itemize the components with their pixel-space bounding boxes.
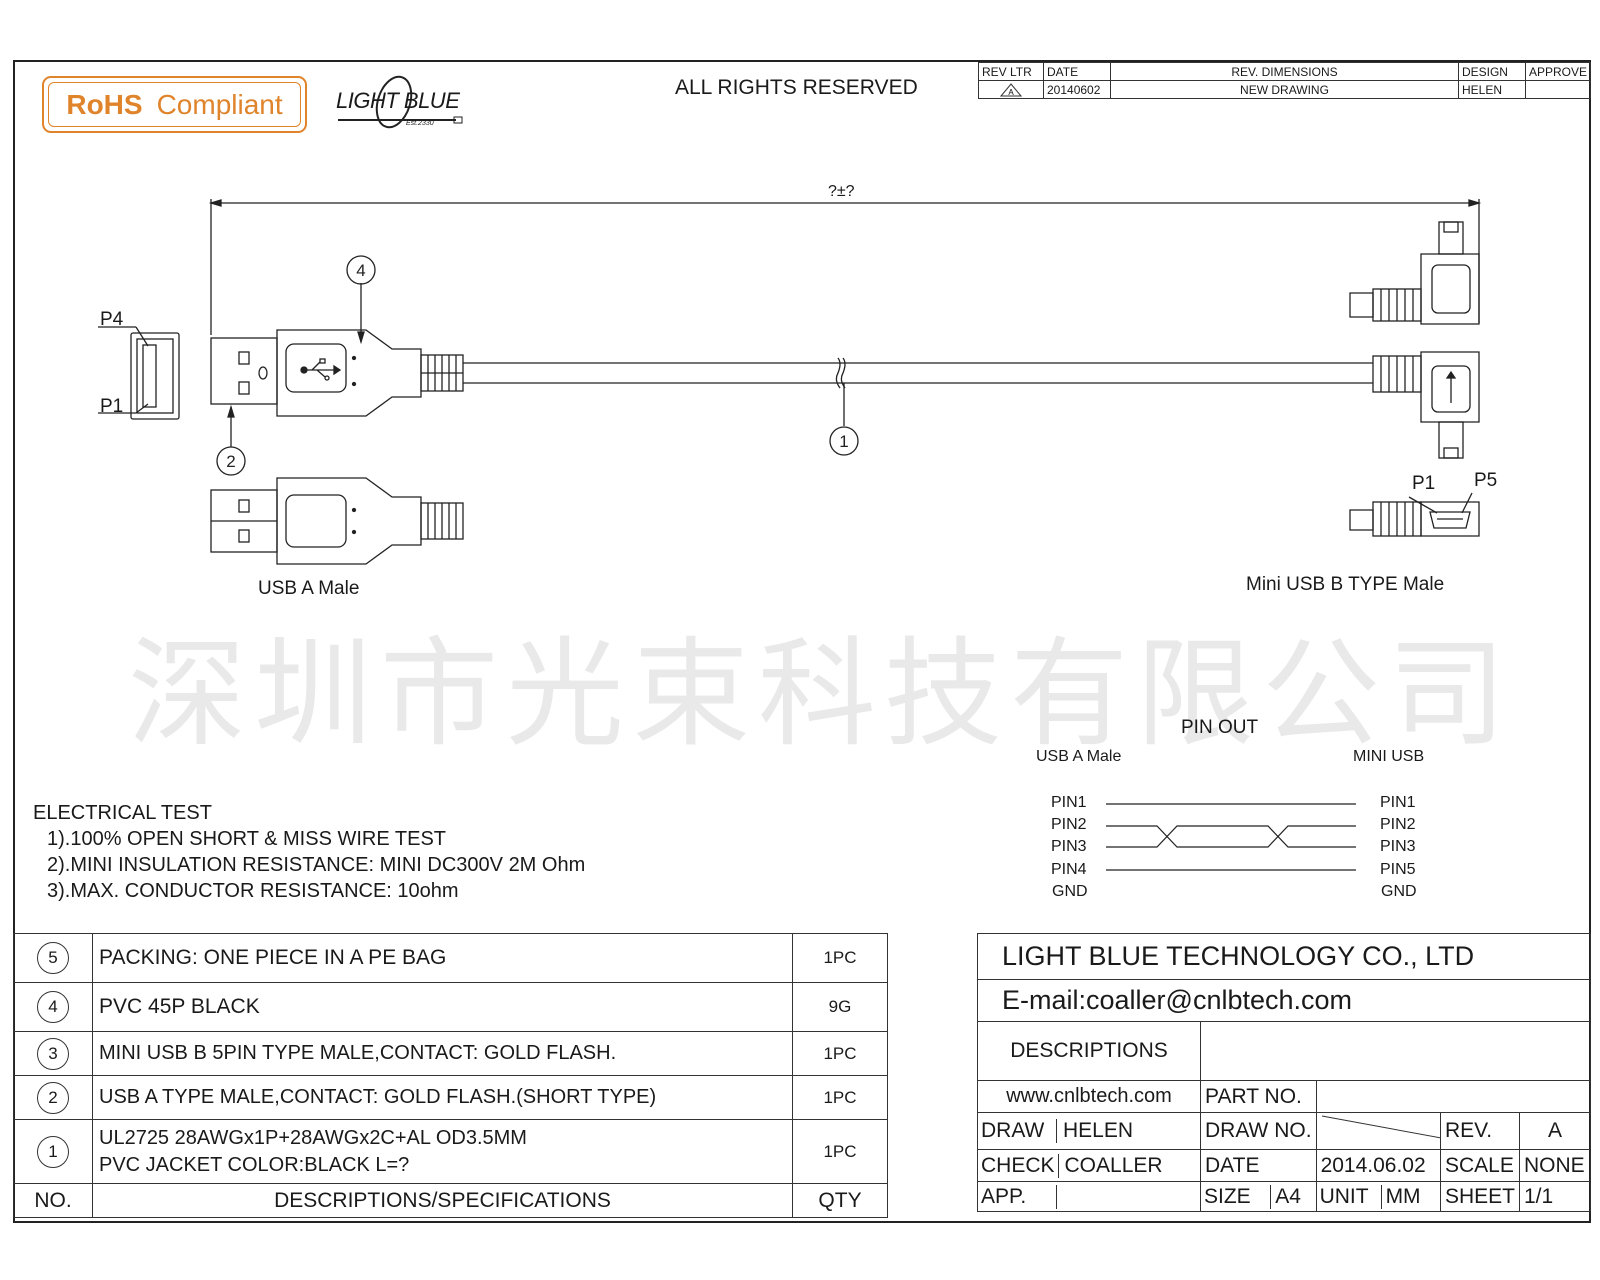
pin-label-p4: P4 <box>100 309 124 330</box>
check-label: CHECK <box>978 1153 1059 1178</box>
size-value: A4 <box>1275 1184 1301 1208</box>
rohs-compliant-text: Compliant <box>156 88 283 120</box>
pinout-right-gnd: GND <box>1381 883 1417 900</box>
pinout-left-header: USB A Male <box>1036 748 1122 765</box>
pinout-title: PIN OUT <box>1181 717 1259 738</box>
descriptions-label: DESCRIPTIONS <box>977 1021 1201 1081</box>
logo-text: LIGHT BLUE <box>336 88 460 113</box>
electrical-test-item-3: 3).MAX. CONDUCTOR RESISTANCE: 10ohm <box>47 880 459 902</box>
bom-footer-no: NO. <box>13 1183 93 1218</box>
bom-item-number: 5 <box>37 942 69 974</box>
rev-header-approve: APPROVE <box>1524 62 1592 81</box>
bom-description: USB A TYPE MALE,CONTACT: GOLD FLASH.(SHO… <box>92 1075 793 1120</box>
bom-row: 1 UL2725 28AWGx1P+28AWGx2C+AL OD3.5MM PV… <box>13 1119 888 1184</box>
draw-no-strike <box>1321 1115 1452 1141</box>
size-label: SIZE <box>1201 1184 1272 1209</box>
rev-label: REV. <box>1439 1112 1521 1150</box>
bom-item-number: 2 <box>37 1081 69 1114</box>
cable-length-dimension: ?±? <box>828 183 855 200</box>
rohs-bold-text: RoHS <box>66 88 143 120</box>
website: www.cnlbtech.com <box>977 1080 1201 1113</box>
bom-qty: 1PC <box>792 1119 888 1184</box>
usb-a-male-label: USB A Male <box>258 578 360 599</box>
callout-2: 2 <box>226 452 235 471</box>
all-rights-reserved: ALL RIGHTS RESERVED <box>675 76 918 99</box>
bom-table: 5 PACKING: ONE PIECE IN A PE BAG 1PC 4 P… <box>13 933 888 1218</box>
pinout-right-pin5: PIN5 <box>1380 861 1416 878</box>
pinout-right-header: MINI USB <box>1353 748 1425 765</box>
scale-value: NONE <box>1519 1149 1591 1182</box>
revision-table: REV LTR DATE REV. DIMENSIONS DESIGN APPR… <box>978 62 1592 99</box>
pinout-right-pin3: PIN3 <box>1380 838 1416 855</box>
pinout-left-gnd: GND <box>1052 883 1088 900</box>
pinout-left-pin3: PIN3 <box>1051 838 1087 855</box>
bom-description-line2: PVC JACKET COLOR:BLACK L=? <box>99 1153 410 1176</box>
bom-footer-qty: QTY <box>792 1183 888 1218</box>
rev-letter: A <box>1008 88 1014 97</box>
bom-qty: 1PC <box>792 1031 888 1076</box>
company-email: E-mail:coaller@cnlbtech.com <box>977 979 1591 1022</box>
bom-description: MINI USB B 5PIN TYPE MALE,CONTACT: GOLD … <box>92 1031 793 1076</box>
bom-item-number: 3 <box>37 1037 69 1070</box>
callout-1: 1 <box>839 432 848 451</box>
company-name: LIGHT BLUE TECHNOLOGY CO., LTD <box>977 933 1591 980</box>
draw-no-label: DRAW NO. <box>1200 1112 1317 1150</box>
date-label: DATE <box>1200 1149 1317 1182</box>
bom-description: PACKING: ONE PIECE IN A PE BAG <box>92 933 793 983</box>
bom-qty: 1PC <box>792 1075 888 1120</box>
pin-label-p5: P5 <box>1474 470 1498 491</box>
bom-footer: NO. DESCRIPTIONS/SPECIFICATIONS QTY <box>13 1183 888 1218</box>
part-no-label: PART NO. <box>1200 1080 1317 1113</box>
pinout-left-pin1: PIN1 <box>1051 794 1087 811</box>
bom-description: PVC 45P BLACK <box>92 982 793 1032</box>
pinout-left-pin2: PIN2 <box>1051 816 1087 833</box>
bom-row: 5 PACKING: ONE PIECE IN A PE BAG 1PC <box>13 933 888 983</box>
bom-row: 3 MINI USB B 5PIN TYPE MALE,CONTACT: GOL… <box>13 1031 888 1076</box>
sheet-label: SHEET <box>1439 1181 1521 1212</box>
bom-item-number: 1 <box>37 1135 69 1168</box>
pinout-left-pin4: PIN4 <box>1051 861 1087 878</box>
date-value: 2014.06.02 <box>1315 1149 1441 1182</box>
pin-label-p1-left: P1 <box>100 396 124 417</box>
rev-design: HELEN <box>1457 80 1526 99</box>
unit-value: MM <box>1385 1184 1421 1208</box>
rev-value: A <box>1519 1112 1591 1150</box>
rev-date: 20140602 <box>1043 80 1111 99</box>
rev-approve <box>1524 80 1592 99</box>
drawing-frame <box>13 60 1591 1223</box>
draw-value: HELEN <box>1063 1119 1134 1142</box>
check-value: COALLER <box>1064 1153 1163 1177</box>
bom-row: 2 USB A TYPE MALE,CONTACT: GOLD FLASH.(S… <box>13 1075 888 1120</box>
pin-label-p1-right: P1 <box>1412 473 1436 494</box>
rohs-badge: RoHS Compliant <box>42 76 307 133</box>
callout-4: 4 <box>356 261 365 280</box>
mini-usb-label: Mini USB B TYPE Male <box>1246 574 1445 595</box>
bom-footer-desc: DESCRIPTIONS/SPECIFICATIONS <box>92 1183 793 1218</box>
unit-label: UNIT <box>1316 1184 1382 1209</box>
bom-description: UL2725 28AWGx1P+28AWGx2C+AL OD3.5MM <box>99 1126 527 1149</box>
bom-qty: 1PC <box>792 933 888 983</box>
electrical-test-item-2: 2).MINI INSULATION RESISTANCE: MINI DC30… <box>47 854 586 876</box>
pinout-right-pin2: PIN2 <box>1380 816 1416 833</box>
company-watermark: 深圳市光束科技有限公司 <box>128 625 1515 763</box>
electrical-test-title: ELECTRICAL TEST <box>33 802 212 824</box>
app-label: APP. <box>978 1184 1057 1209</box>
rev-header-ltr: REV LTR <box>978 62 1044 81</box>
electrical-test: ELECTRICAL TEST 1).100% OPEN SHORT & MIS… <box>33 800 585 904</box>
rev-description: NEW DRAWING <box>1110 80 1459 99</box>
title-block: LIGHT BLUE TECHNOLOGY CO., LTD E-mail:co… <box>977 933 1592 1212</box>
electrical-test-item-1: 1).100% OPEN SHORT & MISS WIRE TEST <box>47 828 446 850</box>
bom-qty: 9G <box>792 982 888 1032</box>
pinout-right-pin1: PIN1 <box>1380 794 1416 811</box>
sheet-value: 1/1 <box>1519 1181 1591 1212</box>
bom-item-number: 4 <box>37 991 69 1023</box>
logo-est-text: Est.2330 <box>406 120 434 127</box>
scale-label: SCALE <box>1439 1149 1521 1182</box>
lightblue-logo: LIGHT BLUE Est.2330 <box>336 72 476 134</box>
draw-label: DRAW <box>978 1119 1057 1143</box>
bom-row: 4 PVC 45P BLACK 9G <box>13 982 888 1032</box>
revision-triangle-icon: A <box>999 83 1023 97</box>
